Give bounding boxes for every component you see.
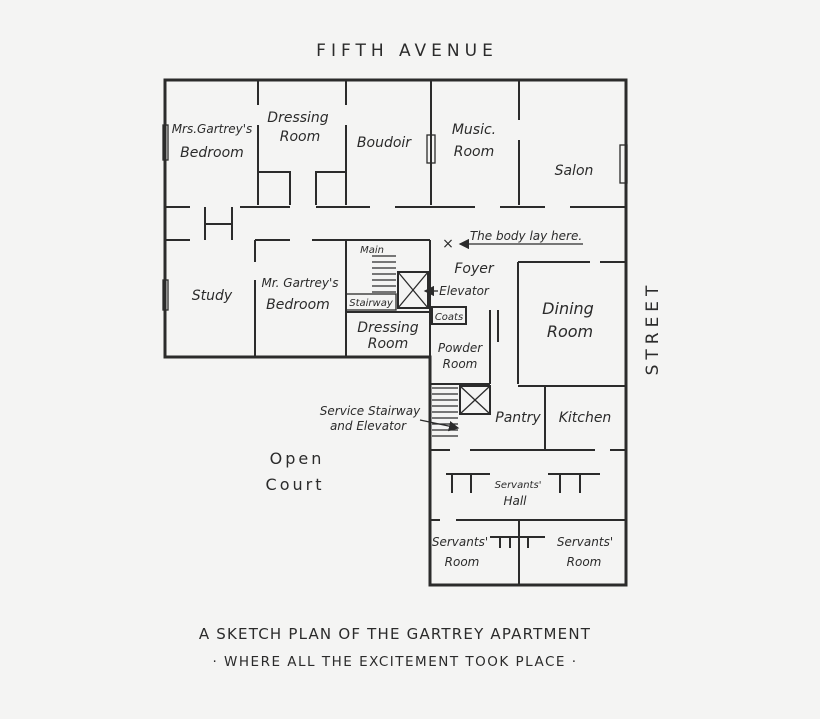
room-study: Study [192,288,233,304]
room-dressing2-line2: Room [368,336,409,352]
outer-walls [163,78,628,587]
upper-interior-walls [165,80,626,241]
room-servants-left-line1: Servants' [432,535,488,549]
body-annotation-text: The body lay here. [470,229,582,243]
open-court-line2: Court [266,475,325,494]
room-music-line2: Room [454,144,495,160]
room-boudoir: Boudoir [357,135,412,151]
main-stairs [345,255,397,311]
room-kitchen: Kitchen [559,410,612,426]
service-stairs [432,387,458,437]
label-service-line2: and Elevator [330,419,407,433]
room-servants-hall-line2: Hall [503,494,527,508]
middle-interior-walls [254,240,626,387]
room-music-line1: Music. [452,122,496,138]
street-label: STREET [643,281,663,376]
room-servants-left-line2: Room [445,555,480,569]
fifth-avenue-label: FIFTH AVENUE [316,41,498,61]
label-service-line1: Service Stairway [320,404,421,418]
room-mrs-bedroom-line2: Bedroom [180,145,244,161]
service-elevator [459,385,491,415]
body-marker-icon: × [442,236,454,252]
label-main: Main [360,245,384,256]
caption-subtitle: · WHERE ALL THE EXCITEMENT TOOK PLACE · [212,654,577,670]
label-coats: Coats [435,312,463,323]
main-elevator [397,271,429,309]
windows [162,124,628,311]
room-foyer: Foyer [454,261,495,277]
room-servants-right-line1: Servants' [557,535,613,549]
room-dining-line2: Room [547,322,593,341]
room-powder-line1: Powder [438,341,483,355]
service-walls [430,385,626,585]
room-dressing2-line1: Dressing [357,320,419,336]
open-court-line1: Open [270,449,325,468]
room-servants-right-line2: Room [567,555,602,569]
service-arrow [419,419,460,432]
room-dressing-line2: Room [280,129,321,145]
room-pantry: Pantry [495,410,541,426]
room-powder-line2: Room [443,357,478,371]
room-mrs-bedroom-line1: Mrs.Gartrey's [172,122,253,136]
room-servants-hall-line1: Servants' [495,480,542,491]
room-dining-line1: Dining [542,299,594,318]
label-stairway: Stairway [349,298,394,309]
caption-title: A SKETCH PLAN OF THE GARTREY APARTMENT [199,625,591,643]
label-elevator: Elevator [439,284,490,298]
coats-closet [431,306,467,325]
room-dressing-line1: Dressing [267,110,329,126]
room-mr-bedroom-line2: Bedroom [266,297,330,313]
room-mr-bedroom-line1: Mr. Gartrey's [261,276,338,290]
room-salon: Salon [555,163,594,179]
